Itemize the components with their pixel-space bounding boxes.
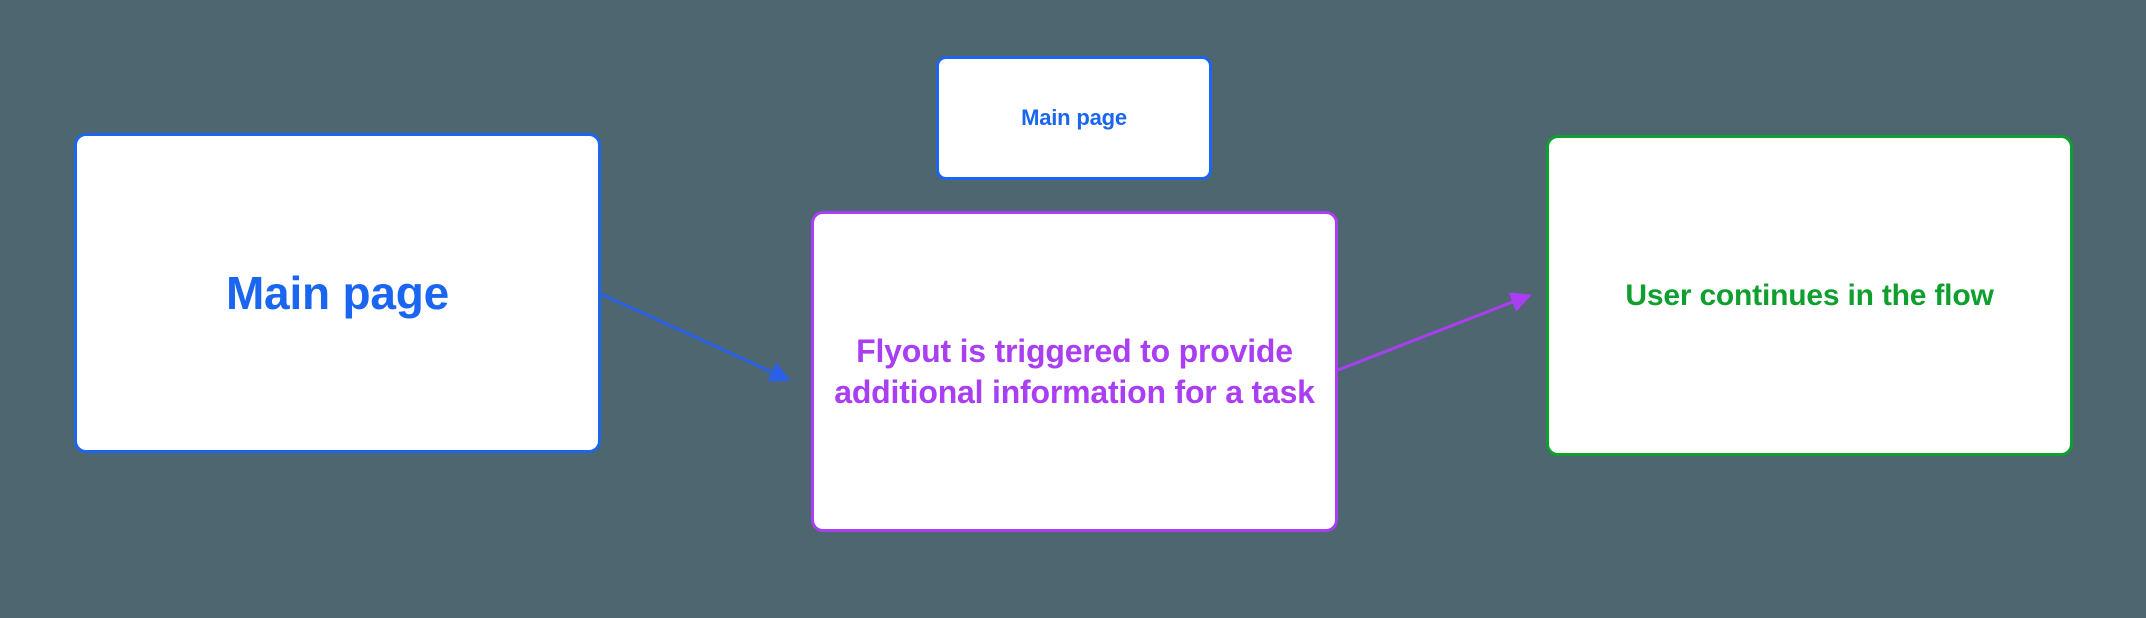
node-main-page-large[interactable]: Main page — [74, 133, 601, 453]
node-flyout[interactable]: Flyout is triggered to provide additiona… — [811, 211, 1338, 532]
connector-flyout-to-user-continues — [1337, 292, 1532, 372]
node-main-page-small[interactable]: Main page — [936, 56, 1212, 180]
connector-main-page-to-flyout — [600, 292, 791, 382]
node-label-main-page-small: Main page — [1021, 105, 1127, 131]
node-label-user-continues: User continues in the flow — [1625, 278, 1994, 312]
node-label-flyout: Flyout is triggered to provide additiona… — [834, 332, 1315, 410]
node-user-continues[interactable]: User continues in the flow — [1546, 135, 2073, 456]
node-label-main-page-large: Main page — [225, 266, 450, 319]
